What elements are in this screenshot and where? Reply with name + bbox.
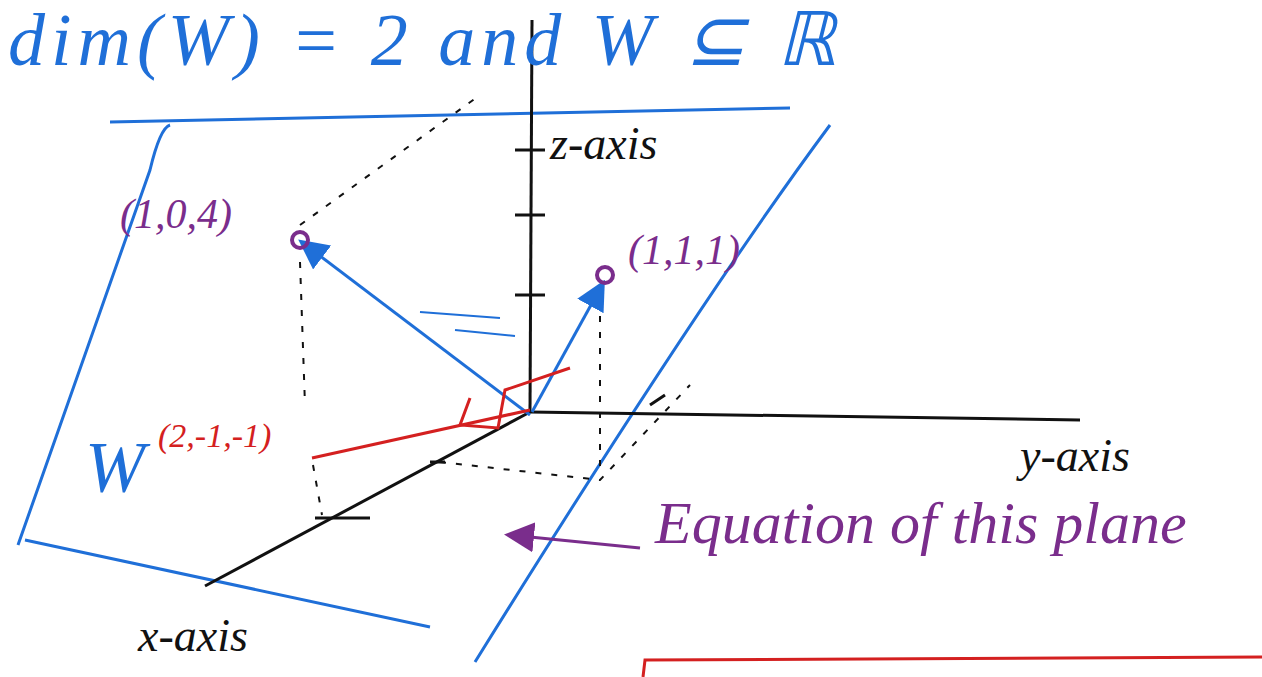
normal-vector (312, 368, 570, 458)
point-dot (292, 232, 308, 248)
dashed-guides (300, 95, 690, 515)
axis-label: z-axis (550, 120, 657, 168)
note-text: Equation of this plane (655, 492, 1215, 555)
point-dot (597, 267, 613, 283)
plane-outline (18, 108, 830, 662)
axis-label: y-axis (1020, 432, 1130, 480)
heading-note: dim(W) = 2 and W ⊆ ℝ (8, 2, 842, 80)
point-label: (1,1,1) (628, 228, 740, 272)
vector-label: (2,-1,-1) (158, 418, 271, 454)
pointer-arrow (510, 535, 640, 548)
answer-box (643, 657, 1262, 677)
spanning-vectors (303, 243, 602, 415)
axis-label: x-axis (138, 612, 248, 660)
point-label: (1,0,4) (120, 192, 232, 236)
plane-label: W (85, 430, 145, 506)
